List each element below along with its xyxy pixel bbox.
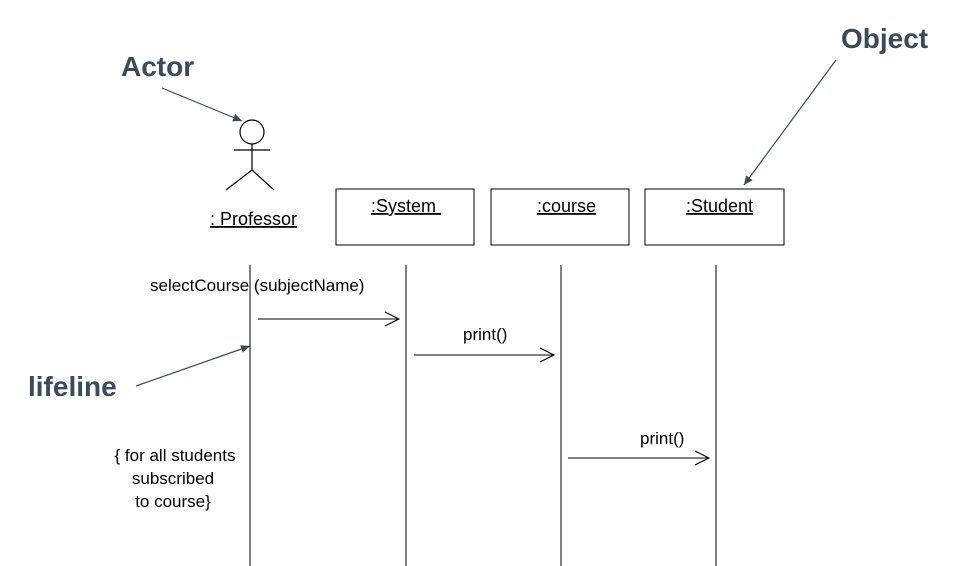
- student-label: :Student: [686, 196, 753, 216]
- system-label: :System: [371, 196, 441, 216]
- print-student-message-label: print(): [640, 429, 684, 448]
- professor-label: : Professor: [210, 209, 297, 229]
- select-course-message-label: selectCourse (subjectName): [150, 276, 364, 295]
- note-line-2: subscribed: [132, 469, 214, 488]
- print-course-message-label: print(): [463, 325, 507, 344]
- professor-actor-icon: [225, 119, 275, 191]
- actor-callout-arrow: [161, 87, 243, 122]
- print-course-message-arrow: [414, 347, 556, 363]
- object-callout-arrow: [743, 59, 837, 186]
- student-object-box: [644, 188, 785, 246]
- lifeline-callout-arrow: [135, 345, 251, 387]
- object-callout-label: Object: [841, 23, 928, 54]
- loop-condition-note: { for all students subscribed to course}: [115, 446, 236, 511]
- system-object-box: [335, 188, 475, 246]
- note-line-3: to course}: [135, 492, 211, 511]
- course-object-box: [490, 188, 630, 246]
- select-course-message-arrow: [258, 311, 401, 327]
- print-student-message-arrow: [568, 450, 711, 466]
- note-line-1: { for all students: [115, 446, 236, 465]
- actor-callout-label: Actor: [121, 51, 194, 82]
- lifeline-callout-label: lifeline: [28, 371, 117, 402]
- course-label: :course: [537, 196, 596, 216]
